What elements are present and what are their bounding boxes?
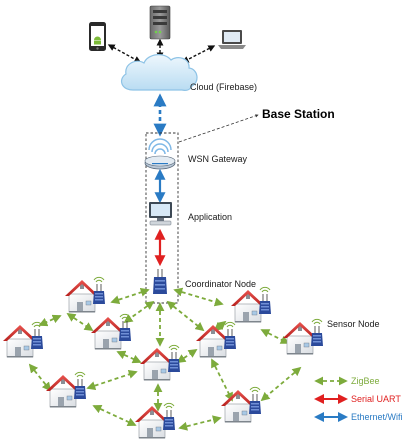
- cloud-icon: [120, 54, 198, 91]
- router-icon: [144, 138, 176, 170]
- legend-uart-label: Serial UART: [351, 394, 401, 404]
- house-sensor-node: [45, 371, 87, 408]
- legend-ethernet-label: Ethernet/Wifi: [351, 412, 403, 422]
- sensor-houses: [2, 276, 324, 439]
- legend-zigbee-label: ZigBee: [351, 376, 380, 386]
- house-sensor-node: [139, 344, 181, 381]
- base-station-pointer: [178, 114, 259, 143]
- house-sensor-node: [195, 321, 237, 358]
- legend: ZigBee Serial UART Ethernet/Wifi: [314, 376, 403, 422]
- smartphone-icon: [89, 22, 106, 51]
- house-sensor-node: [282, 318, 324, 355]
- sensor-node-label: Sensor Node: [327, 319, 380, 329]
- coordinator-node-icon: [153, 269, 167, 294]
- house-sensor-node: [90, 313, 132, 350]
- computer-icon: [149, 202, 172, 226]
- house-sensor-node: [2, 321, 44, 358]
- coordinator-label: Coordinator Node: [185, 279, 256, 289]
- laptop-icon: [218, 30, 246, 49]
- house-sensor-node: [220, 386, 262, 423]
- house-sensor-node: [134, 402, 176, 439]
- base-station-label: Base Station: [262, 107, 335, 121]
- gateway-label: WSN Gateway: [188, 154, 248, 164]
- house-sensor-node: [230, 286, 272, 323]
- house-sensor-node: [64, 276, 106, 313]
- application-label: Application: [188, 212, 232, 222]
- cloud-label: Cloud (Firebase): [190, 82, 257, 92]
- server-icon: [149, 5, 171, 40]
